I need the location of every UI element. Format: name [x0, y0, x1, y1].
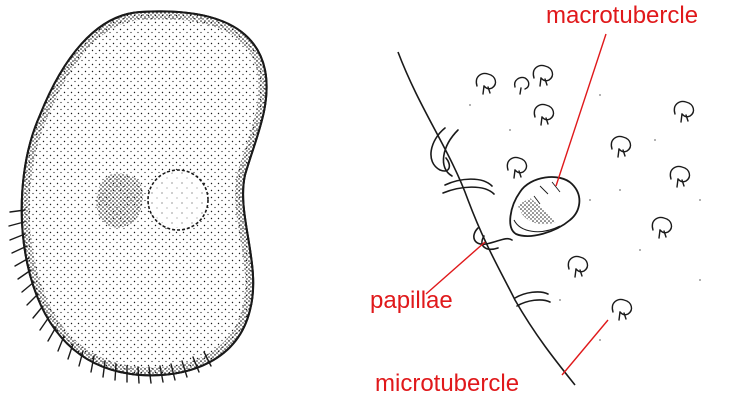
microtubercle-mark	[476, 66, 693, 321]
macrotubercle-leader	[556, 34, 606, 186]
nucleus-circle	[148, 170, 208, 230]
microtubercle-label: microtubercle	[375, 372, 519, 396]
cell-body-drawing	[22, 11, 267, 375]
microtubercle-leader	[562, 320, 608, 375]
papillae-label: papillae	[370, 289, 453, 313]
macrotubercle-mark	[510, 177, 579, 236]
macrotubercle-label: macrotubercle	[546, 4, 698, 28]
background-specks	[469, 94, 701, 341]
